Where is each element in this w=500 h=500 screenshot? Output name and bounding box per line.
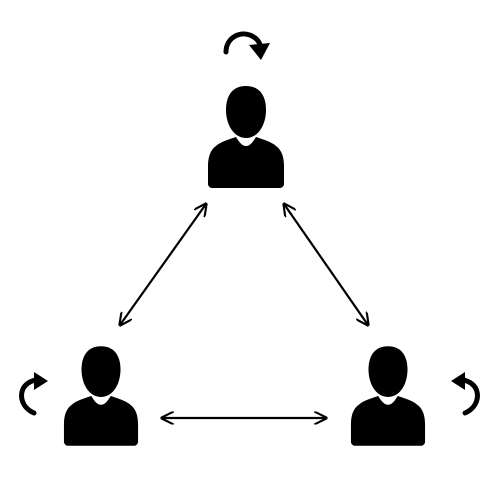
self-loop-bottom-right [451,372,480,416]
node-bottom-left [63,346,139,446]
edge-top-bottom-left [120,204,206,325]
node-bottom-right [350,346,426,446]
node-top [208,86,284,188]
clockwise-arrow-icon [461,377,480,416]
person-icon [208,86,284,188]
edge-top-bottom-right [284,204,368,325]
counterclockwise-arrow-icon [19,377,38,416]
person-icon [350,346,426,446]
clockwise-arrow-icon [223,31,263,55]
arrowhead-icon [451,372,465,390]
arrowhead-icon [249,43,270,60]
arrowhead-icon [34,372,48,390]
self-loop-bottom-left [19,372,48,416]
self-loop-top [223,31,270,60]
person-icon [63,346,139,446]
